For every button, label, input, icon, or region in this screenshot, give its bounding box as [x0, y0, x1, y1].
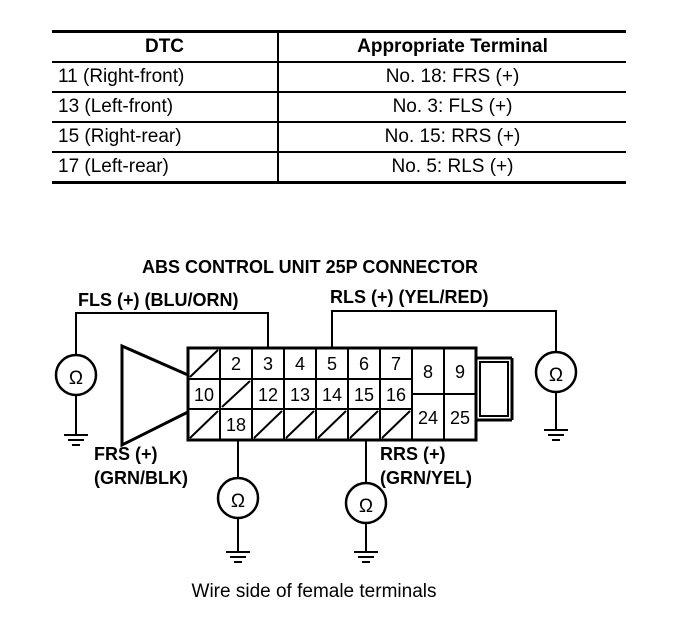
- rrs-label-line2: (GRN/YEL): [380, 468, 472, 488]
- frs-label-line1: FRS (+): [94, 444, 158, 464]
- rls-label: RLS (+) (YEL/RED): [330, 287, 489, 307]
- frs-label-line2: (GRN/BLK): [94, 468, 188, 488]
- dtc-cell: 13 (Left-front): [52, 91, 279, 123]
- terminal-14: 14: [322, 385, 342, 405]
- ground-icon: [354, 523, 378, 563]
- ohmmeter-fls: Ω: [54, 353, 98, 446]
- table-row: 15 (Right-rear) No. 15: RRS (+): [52, 121, 626, 153]
- diagram-caption: Wire side of female terminals: [192, 581, 437, 602]
- dtc-cell: 15 (Right-rear): [52, 121, 279, 153]
- table-row: 11 (Right-front) No. 18: FRS (+): [52, 61, 626, 93]
- terminal-2: 2: [231, 354, 241, 374]
- table-row: 13 (Left-front) No. 3: FLS (+): [52, 91, 626, 123]
- terminal-18: 18: [226, 415, 246, 435]
- terminal-grid: [188, 348, 476, 440]
- terminal-4: 4: [295, 354, 305, 374]
- terminal-10: 10: [194, 385, 214, 405]
- connector-title: ABS CONTROL UNIT 25P CONNECTOR: [142, 257, 478, 277]
- terminal-cell: No. 15: RRS (+): [277, 121, 626, 153]
- terminal-9: 9: [455, 362, 465, 382]
- terminal-3: 3: [263, 354, 273, 374]
- terminal-8: 8: [423, 362, 433, 382]
- table-row: 17 (Left-rear) No. 5: RLS (+): [52, 151, 626, 184]
- terminal-25: 25: [450, 408, 470, 428]
- rrs-label-line1: RRS (+): [380, 444, 446, 464]
- column-header-dtc: DTC: [52, 30, 279, 63]
- terminal-12: 12: [258, 385, 278, 405]
- terminal-15: 15: [354, 385, 374, 405]
- fls-label: FLS (+) (BLU/ORN): [78, 290, 238, 310]
- dtc-cell: 17 (Left-rear): [52, 151, 279, 184]
- ohmmeter-rls: Ω: [534, 350, 578, 441]
- terminal-5: 5: [327, 354, 337, 374]
- ohm-icon: Ω: [231, 491, 245, 512]
- ohm-icon: Ω: [69, 368, 83, 389]
- terminal-cell: No. 5: RLS (+): [277, 151, 626, 184]
- dtc-table: DTC Appropriate Terminal 11 (Right-front…: [52, 30, 626, 184]
- ohm-icon: Ω: [359, 496, 373, 517]
- ohm-icon: Ω: [549, 365, 563, 386]
- ohmmeter-frs: Ω: [216, 476, 260, 563]
- ohmmeter-rrs: Ω: [344, 481, 388, 563]
- ground-icon: [64, 395, 88, 446]
- ground-icon: [226, 518, 250, 563]
- terminal-cell: No. 3: FLS (+): [277, 91, 626, 123]
- terminal-13: 13: [290, 385, 310, 405]
- dtc-cell: 11 (Right-front): [52, 61, 279, 93]
- terminal-6: 6: [359, 354, 369, 374]
- terminal-24: 24: [418, 408, 438, 428]
- terminal-16: 16: [386, 385, 406, 405]
- ground-icon: [544, 392, 568, 441]
- terminal-7: 7: [391, 354, 401, 374]
- terminal-cell: No. 18: FRS (+): [277, 61, 626, 93]
- probe-wires: [75, 310, 557, 483]
- table-header-row: DTC Appropriate Terminal: [52, 30, 626, 63]
